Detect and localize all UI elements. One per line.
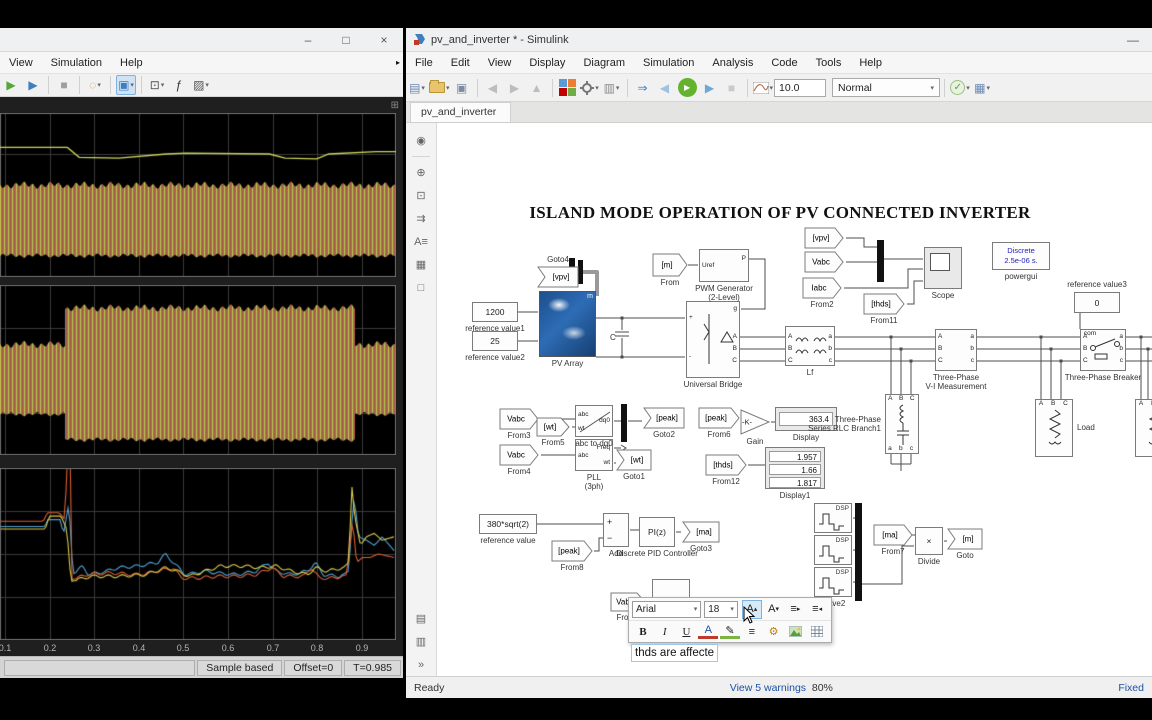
menu-simulation[interactable]: Simulation (643, 56, 695, 69)
tab-pv-and-inverter[interactable]: pv_and_inverter (410, 102, 512, 122)
simulink-logo-icon (414, 34, 425, 45)
menu-file[interactable]: File (415, 56, 433, 69)
menu-analysis[interactable]: Analysis (712, 56, 754, 69)
menu-overflow-icon[interactable]: ▸ (395, 58, 400, 67)
up-button[interactable]: ▲ (530, 80, 543, 95)
forward-button[interactable]: ▶ (509, 80, 520, 95)
step-forward-button[interactable]: ▶ (704, 80, 715, 95)
menu-diagram[interactable]: Diagram (583, 56, 626, 69)
time-axis: 0.1 0.2 0.3 0.4 0.5 0.6 0.7 0.8 0.9 (0, 643, 396, 656)
minimize-icon[interactable]: – (304, 33, 312, 47)
axes-toolbar-icon[interactable]: ⊞ (390, 100, 399, 111)
minimize-icon[interactable]: — (1127, 33, 1139, 47)
gear-icon (580, 80, 595, 95)
scope-plot-current (0, 285, 396, 455)
menu-view[interactable]: View (9, 56, 33, 69)
simulation-mode-value: Normal (838, 81, 872, 94)
simulink-titlebar: pv_and_inverter * - Simulink — (406, 28, 1152, 52)
annotation-icon[interactable]: A≡ (414, 235, 428, 248)
viewmarks-icon[interactable]: ▤ (415, 613, 427, 625)
simulink-menubar: File Edit View Display Diagram Simulation Anal… (406, 52, 1152, 74)
close-icon[interactable]: × (380, 33, 388, 47)
menu-edit[interactable]: Edit (450, 56, 470, 69)
scope-plot-thd (0, 468, 396, 640)
new-model-button[interactable]: ▤▾ (409, 80, 425, 95)
menu-view[interactable]: View (487, 56, 512, 69)
tab-bar: pv_and_inverter (406, 102, 1152, 123)
goto-block-button[interactable]: ⇒ (637, 80, 648, 95)
status-seg-1: Offset=0 (284, 659, 343, 676)
status-seg-0: Sample based (197, 659, 283, 676)
open-model-button[interactable]: ▾ (429, 78, 450, 98)
x-tick-0.3: 0.3 (87, 643, 101, 653)
measurements-tool[interactable]: ▣▾ (116, 75, 136, 95)
library-browser-button[interactable] (558, 78, 578, 98)
menu-simulation[interactable]: Simulation (50, 56, 103, 69)
fit-view-icon[interactable]: ⊡ (416, 190, 426, 202)
run-button[interactable]: ▶ (6, 78, 16, 92)
zoom-level: 80% (811, 681, 833, 694)
model-data-icon[interactable]: ▥ (415, 636, 427, 648)
model-canvas: ◉ ⊕ ⊡ ⇉ A≡ ▦ □ ▤ ▥ » (406, 123, 1152, 676)
scope-plot-voltage (0, 113, 396, 277)
zoom-in-icon[interactable]: ⊕ (416, 167, 426, 179)
expand-icon[interactable]: » (417, 658, 425, 671)
menu-help[interactable]: Help (859, 56, 882, 69)
menu-tools[interactable]: Tools (815, 56, 842, 69)
view-warnings-link[interactable]: View 5 warnings (729, 681, 807, 694)
stop-button[interactable]: ■ (60, 78, 68, 92)
maximize-icon[interactable]: □ (342, 33, 350, 47)
menu-display[interactable]: Display (529, 56, 566, 69)
pacing-curve-icon (752, 81, 769, 94)
x-tick-0.4: 0.4 (132, 643, 146, 653)
menu-code[interactable]: Code (771, 56, 798, 69)
solver-name: Fixed (1118, 681, 1144, 694)
save-button[interactable]: ▣ (455, 80, 468, 95)
stop-time-input[interactable] (774, 78, 827, 97)
status-ready: Ready (414, 681, 445, 694)
area-box-icon[interactable]: □ (417, 281, 425, 294)
build-button[interactable]: ▦▾ (974, 80, 990, 95)
trigger-tool[interactable]: ◌▾ (89, 78, 101, 92)
x-tick-0.9: 0.9 (355, 643, 369, 653)
x-tick-0.5: 0.5 (176, 643, 190, 653)
scope-figure: ⊞ 0.1 0.2 0.3 0.4 0.5 0.6 0.7 0.8 0.9 (0, 97, 403, 656)
run-button[interactable]: ▶ (677, 78, 697, 97)
signal-statistics-tool[interactable]: ƒ (175, 78, 183, 92)
x-tick-0.1: 0.1 (0, 643, 12, 653)
simulink-toolbar: ▤▾ ▾ ▣ ◀ ▶ ▲ ▾ ▥▾ ⇒ ◀ ▶ ▶ ■ ▾ (406, 74, 1152, 102)
zoom-tool[interactable]: ▨▾ (193, 78, 209, 92)
status-filler (4, 659, 196, 676)
model-advisor-button[interactable]: ✓▾ (950, 78, 970, 98)
stop-button[interactable]: ■ (727, 80, 736, 95)
step-forward-button[interactable]: ▶ (28, 78, 38, 92)
status-seg-2: T=0.985 (344, 659, 401, 676)
model-config-button[interactable]: ▥▾ (603, 80, 620, 95)
play-icon: ▶ (683, 83, 691, 92)
x-tick-0.7: 0.7 (266, 643, 280, 653)
fit-view-tool[interactable]: ⊡▾ (149, 78, 165, 92)
x-tick-0.2: 0.2 (43, 643, 57, 653)
route-lines-icon[interactable]: ⇉ (416, 213, 426, 225)
x-tick-0.6: 0.6 (221, 643, 235, 653)
scope-titlebar: – □ × (0, 28, 403, 52)
x-tick-0.8: 0.8 (310, 643, 324, 653)
simulation-pacing-button[interactable]: ▾ (752, 78, 773, 98)
window-title: pv_and_inverter * - Simulink (431, 33, 569, 46)
simulink-statusbar: Ready View 5 warnings 80% Fixed (406, 676, 1152, 698)
image-icon[interactable]: ▦ (415, 259, 427, 271)
simulation-mode-select[interactable]: Normal ▾ (832, 78, 941, 97)
scope-toolbar: ▶ ▶ ■ ◌▾ ▣▾ ⊡▾ ƒ ▨▾ (0, 74, 403, 97)
scope-menubar: ▸ View Simulation Help (0, 52, 403, 74)
back-button[interactable]: ◀ (487, 80, 498, 95)
palette-strip: ◉ ⊕ ⊡ ⇉ A≡ ▦ □ ▤ ▥ » (406, 123, 437, 676)
step-back-button[interactable]: ◀ (659, 80, 670, 95)
hide-browser-icon[interactable]: ◉ (416, 135, 426, 147)
model-settings-button[interactable]: ▾ (580, 78, 600, 98)
menu-help[interactable]: Help (120, 56, 143, 69)
